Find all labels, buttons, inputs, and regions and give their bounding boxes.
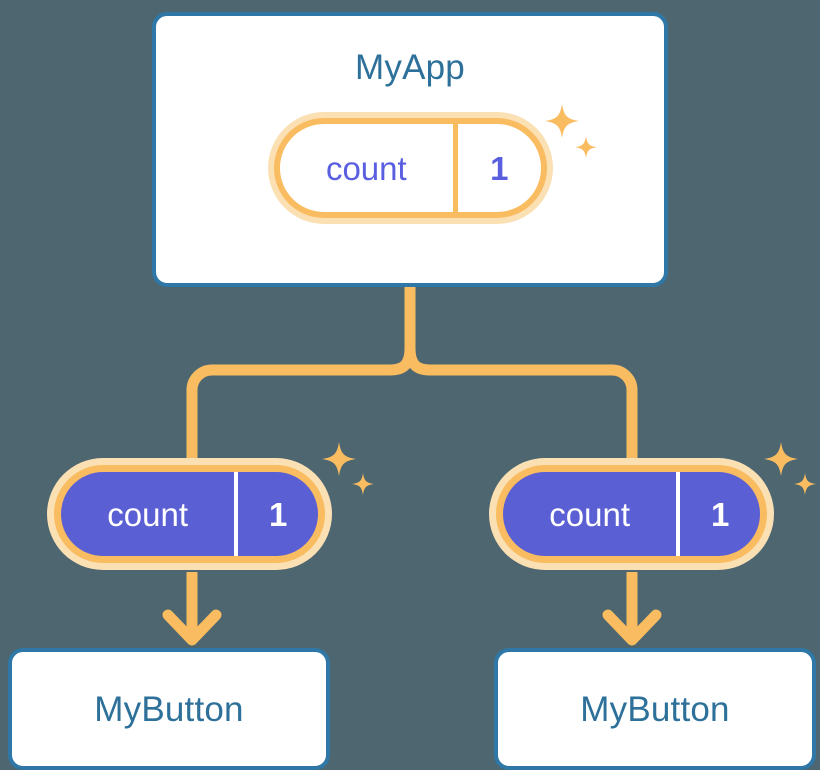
page-title: MyApp (355, 48, 465, 87)
arrow-down-icon (162, 609, 222, 646)
mybutton-card-right[interactable]: MyButton (494, 648, 816, 770)
signal-name: count (549, 495, 630, 533)
signal-name: count (107, 495, 188, 533)
mybutton-label: MyButton (94, 689, 244, 729)
signal-pill-consumer-left[interactable]: count 1 (47, 458, 332, 570)
sparkle-large-icon (322, 442, 356, 476)
sparkle-large-icon (764, 442, 798, 476)
arrow-down-icon (602, 609, 662, 646)
signal-name: count (325, 149, 407, 187)
signal-pill-body: count 1 (54, 465, 325, 563)
signal-pill-root[interactable]: count 1 (268, 112, 553, 224)
branch-connector-line (404, 347, 638, 466)
signal-value: 1 (676, 472, 760, 556)
signal-value: 1 (452, 124, 541, 212)
signal-pill-consumer-right[interactable]: count 1 (489, 458, 774, 570)
mybutton-label: MyButton (580, 689, 730, 729)
signal-pill-body: count 1 (496, 465, 767, 563)
signal-pill-body: count 1 (274, 118, 547, 218)
sparkle-small-icon (352, 473, 374, 495)
sparkle-small-icon (794, 473, 816, 495)
signal-value: 1 (234, 472, 318, 556)
mybutton-card-left[interactable]: MyButton (8, 648, 330, 770)
branch-connector-line (186, 347, 416, 466)
